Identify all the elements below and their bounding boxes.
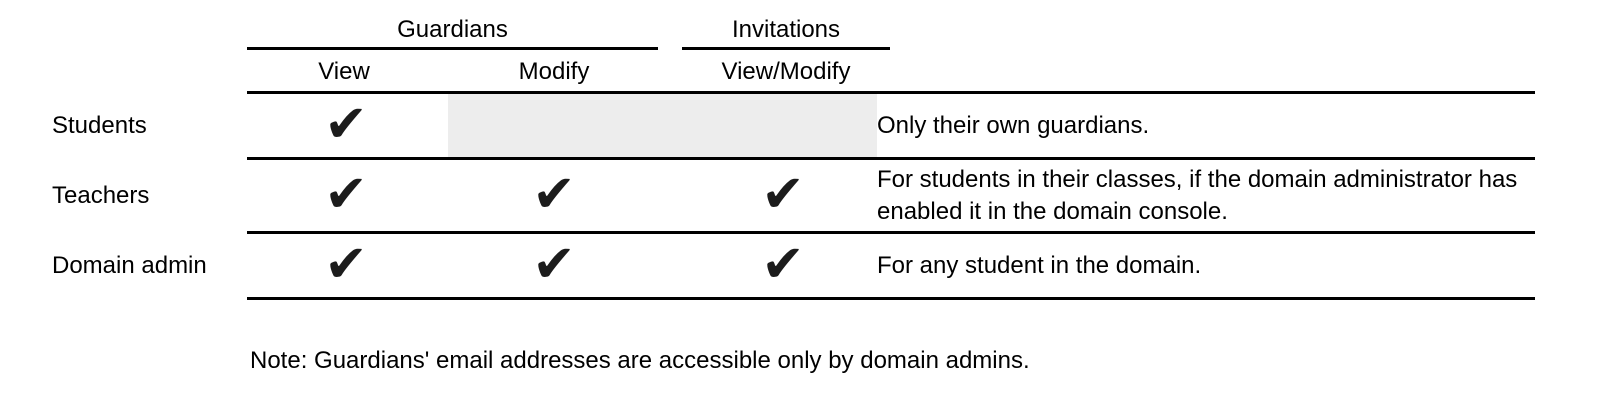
table-rule-after-students [247, 157, 1535, 160]
column-header-view: View [318, 58, 370, 85]
checkmark-icon: ✔ [324, 93, 368, 154]
column-group-guardians-label: Guardians [397, 16, 508, 43]
students-disabled-cells [448, 94, 877, 157]
table-rule-bottom [247, 297, 1535, 300]
row-note-domain-admin: For any student in the domain. [877, 251, 1202, 279]
checkmark-icon: ✔ [761, 233, 805, 294]
table-row-students: Students ✔ Only their own guardians. [0, 94, 1600, 157]
checkmark-icon: ✔ [324, 233, 368, 294]
footnote: Note: Guardians' email addresses are acc… [250, 347, 1030, 374]
table-rule-header [247, 91, 1535, 94]
row-note-students: Only their own guardians. [877, 111, 1150, 139]
checkmark-icon: ✔ [324, 163, 368, 224]
column-header-view-modify: View/Modify [721, 58, 851, 85]
guardians-group-underline [247, 47, 658, 50]
table-row-domain-admin: Domain admin ✔ ✔ ✔ For any student in th… [0, 234, 1600, 297]
invitations-group-underline [682, 47, 890, 50]
row-note-teachers: For students in their classes, if the do… [877, 165, 1518, 225]
column-group-invitations-label: Invitations [731, 16, 841, 43]
table-row-teachers: Teachers ✔ ✔ ✔ For students in their cla… [0, 160, 1600, 231]
row-label-domain-admin: Domain admin [52, 251, 207, 279]
checkmark-icon: ✔ [532, 163, 576, 224]
column-header-modify: Modify [518, 58, 590, 85]
table-rule-after-teachers [247, 231, 1535, 234]
checkmark-icon: ✔ [761, 163, 805, 224]
checkmark-icon: ✔ [532, 233, 576, 294]
row-label-teachers: Teachers [52, 181, 150, 209]
row-label-students: Students [52, 111, 147, 139]
